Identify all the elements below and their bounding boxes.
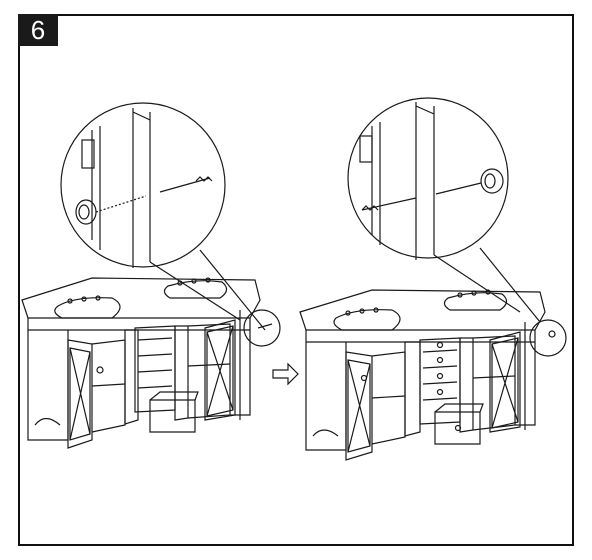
screw-line <box>159 177 211 193</box>
vanity-before <box>21 102 281 449</box>
detail-zoom-circle <box>347 97 509 259</box>
knob-icon <box>480 168 504 194</box>
step-number-badge: 6 <box>18 14 58 46</box>
detail-zoom-circle <box>60 102 226 268</box>
right-arrow-icon <box>272 362 299 386</box>
instruction-frame <box>18 14 574 546</box>
vanity-after <box>299 97 567 461</box>
